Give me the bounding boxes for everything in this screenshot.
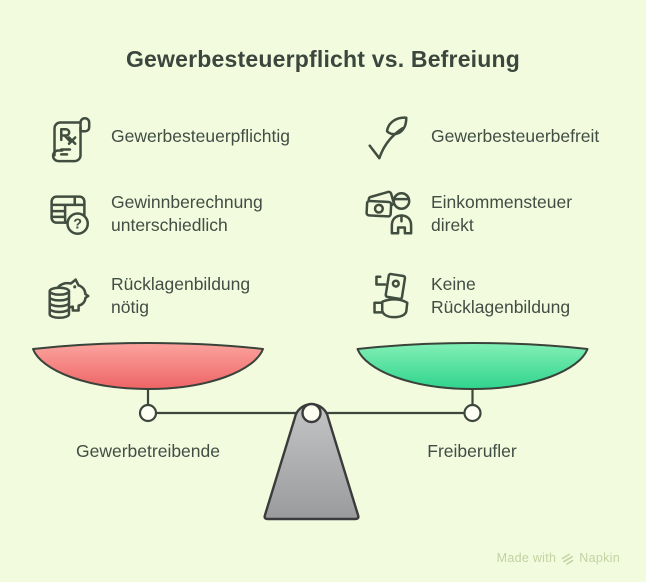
credit-text: Made with xyxy=(496,551,557,565)
feature-item: Keine Rücklagenbildung xyxy=(362,269,570,323)
credit-brand: Napkin xyxy=(579,551,620,565)
right-pan xyxy=(356,342,589,390)
money-person-icon xyxy=(362,188,414,240)
feature-label: Gewerbesteuerpflichtig xyxy=(111,126,290,147)
feature-item: Gewerbesteuerbefreit xyxy=(362,110,599,164)
leaf-icon xyxy=(362,111,414,163)
left-pan-label: Gewerbetreibende xyxy=(76,441,220,461)
left-pan-ring xyxy=(138,403,158,423)
right-pan-label: Freiberufler xyxy=(427,441,517,461)
feature-label: Gewinnberechnung unterschiedlich xyxy=(111,191,263,235)
feature-label: Gewerbesteuerbefreit xyxy=(431,126,600,147)
feature-label: Keine Rücklagenbildung xyxy=(431,273,571,317)
feature-item: Gewerbesteuerpflichtig xyxy=(42,110,290,164)
feature-item: Rücklagenbildung nötig xyxy=(42,269,250,323)
feature-label: Einkommensteuer direkt xyxy=(431,191,573,235)
money-hand-icon xyxy=(362,270,414,322)
rx-document-icon xyxy=(42,111,94,163)
svg-text:?: ? xyxy=(73,217,82,233)
credit: Made with Napkin xyxy=(497,551,620,565)
left-pan xyxy=(32,342,264,390)
table-question-icon: ? xyxy=(42,188,94,240)
feature-item: Einkommensteuer direkt xyxy=(362,187,572,241)
napkin-logo-icon xyxy=(561,553,574,565)
fulcrum-pivot-hole xyxy=(301,402,322,424)
piggy-bank-savings-icon xyxy=(42,270,94,322)
diagram-title: Gewerbesteuerpflicht vs. Befreiung xyxy=(125,46,521,72)
feature-label: Rücklagenbildung nötig xyxy=(111,273,251,317)
right-pan-ring xyxy=(463,403,482,423)
feature-item: ? Gewinnberechnung unterschiedlich xyxy=(42,187,263,241)
scale-fulcrum xyxy=(263,402,360,521)
balance-scale xyxy=(32,342,589,521)
